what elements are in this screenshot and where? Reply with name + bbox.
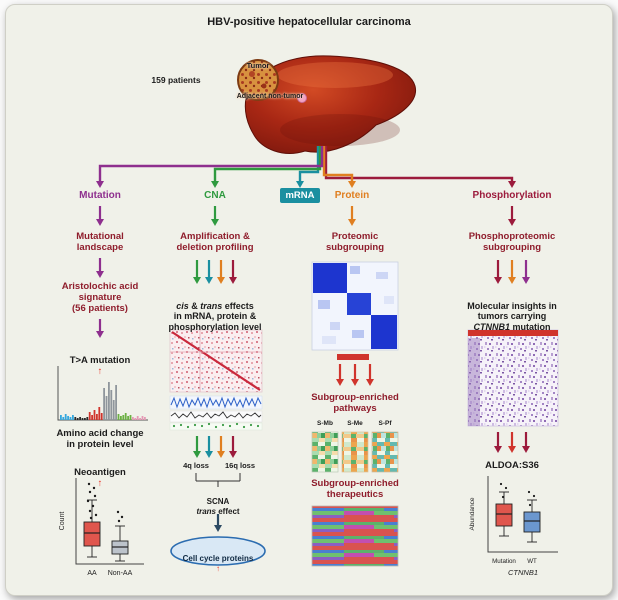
cell-cycle-ellipse bbox=[170, 536, 266, 566]
cell-cycle-text: Cell cycle proteins bbox=[182, 554, 254, 564]
heatmap-spf bbox=[371, 431, 399, 473]
ctnnb1-heatmap bbox=[467, 329, 559, 427]
liver-shading bbox=[280, 114, 400, 146]
cluster-key-bar bbox=[337, 354, 369, 360]
box-ylabel-abundance: Abundance bbox=[469, 497, 476, 530]
box-cat-wt: WT bbox=[527, 558, 537, 565]
branch-mrna: mRNA bbox=[280, 188, 320, 203]
label-scna-trans-effect: SCNA trans effect bbox=[188, 488, 248, 516]
box-cat-mutation: Mutation bbox=[492, 558, 516, 565]
box-cat-nonaa: Non-AA bbox=[108, 570, 133, 577]
ta-mutation-text: T>A mutation bbox=[69, 355, 131, 367]
sep-text: & bbox=[188, 300, 201, 311]
branch-cna: CNA bbox=[204, 190, 226, 201]
mutation-annotation-band bbox=[468, 330, 558, 336]
therapeutics-heatmap bbox=[311, 505, 399, 567]
label-4q-loss: 4q loss bbox=[183, 461, 209, 470]
scatter-dots bbox=[116, 510, 124, 523]
tumor-nodule bbox=[249, 71, 255, 77]
step-subgroup-therapeutics: Subgroup-enriched therapeutics bbox=[311, 478, 399, 501]
step-cis-trans: cis & trans effects in mRNA, protein & p… bbox=[158, 290, 272, 332]
label-smb: S-Mb bbox=[317, 420, 333, 427]
tumor-label: Tumor bbox=[246, 61, 270, 70]
step-molecular-insights: Molecular insights in tumors carrying CT… bbox=[452, 290, 572, 332]
effects-text: effects in mRNA, protein & phosphorylati… bbox=[168, 300, 262, 332]
liver-highlight bbox=[277, 62, 393, 88]
step-phosphoproteomic-subgrouping: Phosphoproteomic subgrouping bbox=[468, 231, 556, 254]
loss-bracket bbox=[195, 473, 241, 487]
liver-illustration bbox=[237, 55, 417, 154]
label-spf: S-Pf bbox=[378, 420, 392, 427]
up-arrow-icon: ↑ bbox=[97, 478, 103, 490]
tumor-inset-circle bbox=[237, 59, 279, 101]
label-16q-loss: 16q loss bbox=[224, 461, 255, 470]
heatmap-smb bbox=[311, 431, 339, 473]
cis-trans-heatmap bbox=[169, 329, 263, 431]
neoantigen-text: Neoantigen bbox=[74, 467, 126, 479]
aldoa-boxplot: Mutation WT CTNNB1 Abundance bbox=[469, 476, 558, 577]
adjacent-non-tumor-label: Adjacent non-tumor bbox=[236, 93, 304, 100]
scna-effect-text: effect bbox=[216, 506, 240, 516]
cis-word: cis bbox=[176, 300, 189, 311]
trans-word: trans bbox=[200, 300, 223, 311]
adjacent-non-tumor-dot bbox=[297, 93, 307, 103]
step-ta-mutation: T>A mutation ↑ bbox=[55, 344, 145, 378]
patients-label: 159 patients bbox=[151, 75, 201, 85]
box-xlabel-ctnnb1: CTNNB1 bbox=[508, 568, 538, 577]
ctnnb1-gene-word: CTNNB1 bbox=[473, 321, 510, 332]
step-proteomic-subgrouping: Proteomic subgrouping bbox=[325, 231, 385, 254]
step-neoantigen: Neoantigen ↑ bbox=[55, 456, 145, 490]
step-aa-signature: Aristolochic acid signature (56 patients… bbox=[61, 281, 139, 315]
mutation-spectrum-chart bbox=[57, 366, 148, 421]
up-arrow-icon: ↑ bbox=[216, 563, 220, 573]
insights-post-text: mutation bbox=[510, 321, 551, 332]
box-cat-aa: AA bbox=[87, 570, 97, 577]
label-cell-cycle-proteins: Cell cycle proteins ↑ bbox=[173, 545, 263, 573]
proteomic-clustering-heatmap bbox=[311, 261, 399, 360]
branch-phosphorylation: Phosphorylation bbox=[472, 190, 552, 201]
step-mutational-landscape: Mutational landscape bbox=[76, 231, 124, 254]
scna-text: SCNA bbox=[206, 497, 230, 507]
flow-arrows bbox=[96, 206, 530, 532]
scatter-dots bbox=[86, 482, 98, 520]
step-amino-acid-change: Amino acid change in protein level bbox=[56, 428, 144, 451]
step-subgroup-pathways: Subgroup-enriched pathways bbox=[311, 392, 399, 415]
figure-title: HBV-positive hepatocellular carcinoma bbox=[207, 16, 411, 28]
pathway-heatmaps bbox=[311, 431, 399, 473]
branch-connectors bbox=[96, 146, 516, 188]
branch-mutation: Mutation bbox=[79, 190, 121, 201]
tumor-nodule bbox=[261, 83, 267, 89]
scna-trans-word: trans bbox=[196, 506, 216, 516]
neoantigen-boxplot: AA Non-AA Count bbox=[59, 478, 144, 577]
branch-protein: Protein bbox=[334, 190, 370, 201]
box-ylabel-count: Count bbox=[59, 512, 66, 531]
label-sme: S-Me bbox=[347, 420, 363, 427]
insights-pre-text: Molecular insights in tumors carrying bbox=[467, 300, 557, 322]
heatmap-sme bbox=[341, 431, 369, 473]
label-aldoa-s36: ALDOA:S36 bbox=[485, 460, 539, 471]
step-amp-del: Amplification & deletion profiling bbox=[176, 231, 254, 254]
up-arrow-icon: ↑ bbox=[97, 366, 103, 378]
